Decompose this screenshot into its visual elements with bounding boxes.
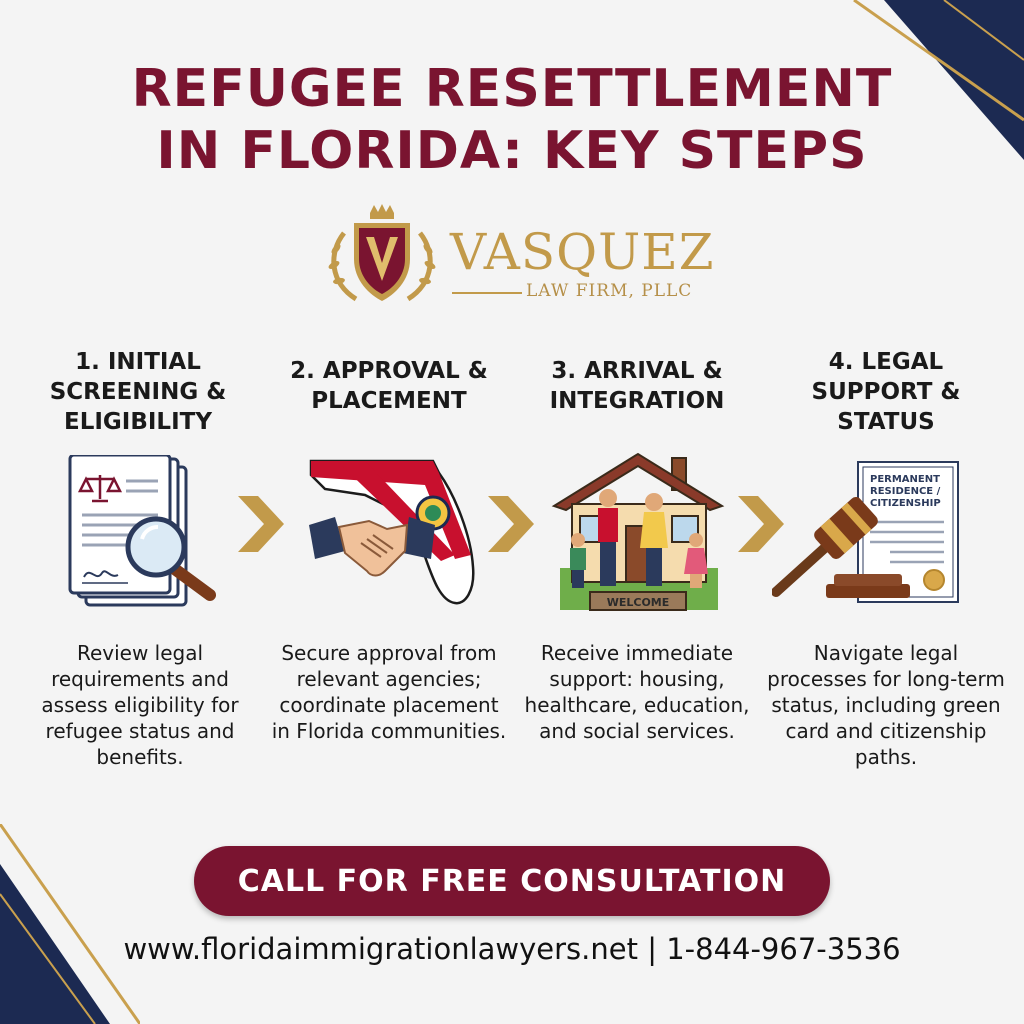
gavel-certificate-icon: PERMANENT RESIDENCE / CITIZENSHIP bbox=[772, 461, 959, 603]
document-magnifier-icon bbox=[68, 455, 216, 607]
free-consultation-button[interactable]: CALL FOR FREE CONSULTATION bbox=[194, 846, 830, 916]
contact-footer: www.floridaimmigrationlawyers.net | 1-84… bbox=[0, 932, 1024, 966]
chevron-right-icon bbox=[488, 496, 534, 552]
step-title-line: SUPPORT & bbox=[811, 379, 961, 405]
firm-logo: VASQUEZ LAW FIRM, PLLC bbox=[322, 203, 715, 313]
crest-icon bbox=[328, 204, 436, 302]
step-4-description: Navigate legal processes for long-term s… bbox=[767, 641, 1005, 769]
page-title-line-2: IN FLORIDA: KEY STEPS bbox=[156, 121, 868, 181]
firm-subtitle: LAW FIRM, PLLC bbox=[526, 281, 693, 301]
step-3-title: 3. ARRIVAL & INTEGRATION bbox=[532, 356, 742, 416]
step-title-line: SCREENING & bbox=[49, 379, 227, 405]
footer-separator: | bbox=[647, 932, 657, 966]
step-title-line: INTEGRATION bbox=[549, 388, 725, 414]
step-2-description: Secure approval from relevant agencies; … bbox=[271, 641, 507, 743]
chevron-right-icon bbox=[738, 496, 784, 552]
step-title-line: STATUS bbox=[837, 409, 935, 435]
handshake-florida-icon bbox=[309, 459, 475, 605]
page-title: REFUGEE RESETTLEMENT IN FLORIDA: KEY STE… bbox=[0, 58, 1024, 182]
step-title-line: 2. APPROVAL & bbox=[290, 358, 488, 384]
step-title-line: PLACEMENT bbox=[311, 388, 467, 414]
step-title-line: ELIGIBILITY bbox=[63, 409, 212, 435]
welcome-mat-text: WELCOME bbox=[607, 596, 670, 609]
certificate-line: RESIDENCE / bbox=[870, 486, 941, 497]
firm-name: VASQUEZ bbox=[450, 223, 715, 281]
step-2-title: 2. APPROVAL & PLACEMENT bbox=[284, 356, 494, 416]
step-1-title: 1. INITIAL SCREENING & ELIGIBILITY bbox=[33, 347, 243, 437]
family-house-icon: WELCOME bbox=[551, 452, 725, 611]
step-title-line: 1. INITIAL bbox=[75, 349, 201, 375]
certificate-line: PERMANENT bbox=[870, 474, 940, 485]
chevron-right-icon bbox=[238, 496, 284, 552]
step-title-line: 4. LEGAL bbox=[828, 349, 944, 375]
step-1-description: Review legal requirements and assess eli… bbox=[41, 641, 239, 769]
page-title-line-1: REFUGEE RESETTLEMENT bbox=[131, 59, 893, 119]
corner-decoration-bottom-left bbox=[0, 824, 140, 1024]
website-link[interactable]: www.floridaimmigrationlawyers.net bbox=[123, 932, 638, 966]
step-title-line: 3. ARRIVAL & bbox=[551, 358, 723, 384]
logo-divider bbox=[452, 292, 522, 294]
phone-link[interactable]: 1-844-967-3536 bbox=[666, 932, 901, 966]
step-3-description: Receive immediate support: housing, heal… bbox=[524, 641, 750, 743]
step-4-title: 4. LEGAL SUPPORT & STATUS bbox=[781, 347, 991, 437]
corner-decoration-top-right bbox=[853, 0, 1024, 160]
certificate-line: CITIZENSHIP bbox=[870, 498, 941, 509]
